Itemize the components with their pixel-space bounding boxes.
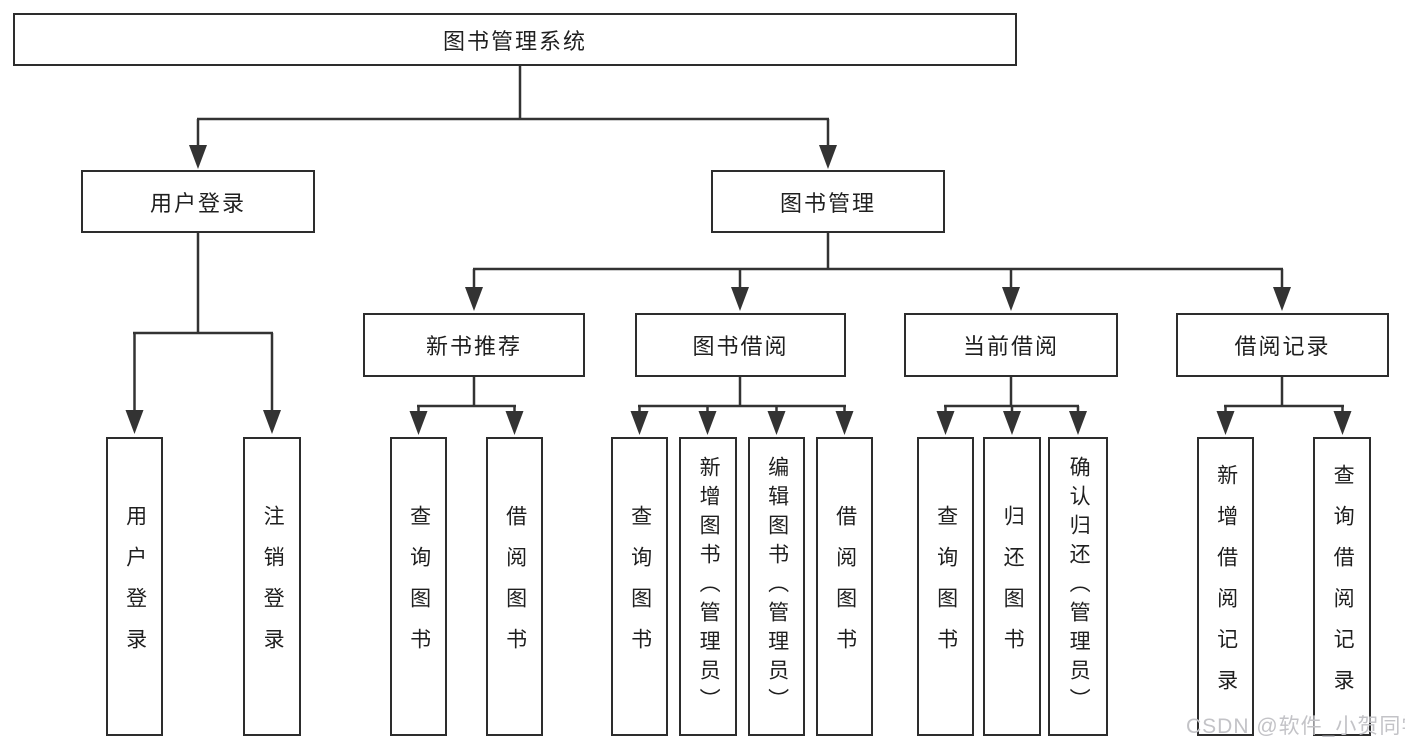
leaf-logout-login-label: 注销登录 xyxy=(261,504,285,669)
node-root: 图书管理系统 xyxy=(13,13,1017,66)
leaf-bb-add-books-admin: 新增图书（管理员） xyxy=(679,437,737,736)
leaf-nb-query-books-label: 查询图书 xyxy=(407,504,431,669)
leaf-user-login: 用户登录 xyxy=(106,437,163,736)
leaf-nb-borrow-books: 借阅图书 xyxy=(486,437,543,736)
leaf-bb-borrow-books: 借阅图书 xyxy=(816,437,873,736)
leaf-nb-borrow-books-label: 借阅图书 xyxy=(503,504,527,669)
leaf-cb-return-books-label: 归还图书 xyxy=(1001,504,1025,669)
leaf-cb-return-books: 归还图书 xyxy=(983,437,1041,736)
leaf-cb-query-books-label: 查询图书 xyxy=(934,504,958,669)
leaf-bb-query-books-label: 查询图书 xyxy=(628,504,652,669)
leaf-br-query-record-label: 查询借阅记录 xyxy=(1331,463,1355,710)
leaf-bb-edit-books-admin-label: 编辑图书（管理员） xyxy=(765,456,789,717)
leaf-user-login-label: 用户登录 xyxy=(123,504,147,669)
leaf-bb-query-books: 查询图书 xyxy=(611,437,668,736)
leaf-cb-query-books: 查询图书 xyxy=(917,437,974,736)
node-book-borrow: 图书借阅 xyxy=(635,313,846,377)
node-borrow-records: 借阅记录 xyxy=(1176,313,1389,377)
node-book-management: 图书管理 xyxy=(711,170,945,233)
leaf-bb-add-books-admin-label: 新增图书（管理员） xyxy=(697,456,721,717)
node-current-borrow: 当前借阅 xyxy=(904,313,1118,377)
leaf-nb-query-books: 查询图书 xyxy=(390,437,447,736)
leaf-cb-confirm-return-admin: 确认归还（管理员） xyxy=(1048,437,1108,736)
leaf-bb-edit-books-admin: 编辑图书（管理员） xyxy=(748,437,805,736)
leaf-cb-confirm-return-admin-label: 确认归还（管理员） xyxy=(1067,456,1091,717)
leaf-br-add-record: 新增借阅记录 xyxy=(1197,437,1254,736)
leaf-br-add-record-label: 新增借阅记录 xyxy=(1214,463,1238,710)
leaf-logout-login: 注销登录 xyxy=(243,437,301,736)
node-user-login: 用户登录 xyxy=(81,170,315,233)
leaf-bb-borrow-books-label: 借阅图书 xyxy=(833,504,857,669)
leaf-br-query-record: 查询借阅记录 xyxy=(1313,437,1371,736)
watermark-text: CSDN @软件_小贺同学 xyxy=(1186,715,1405,738)
node-new-book-recommend: 新书推荐 xyxy=(363,313,585,377)
